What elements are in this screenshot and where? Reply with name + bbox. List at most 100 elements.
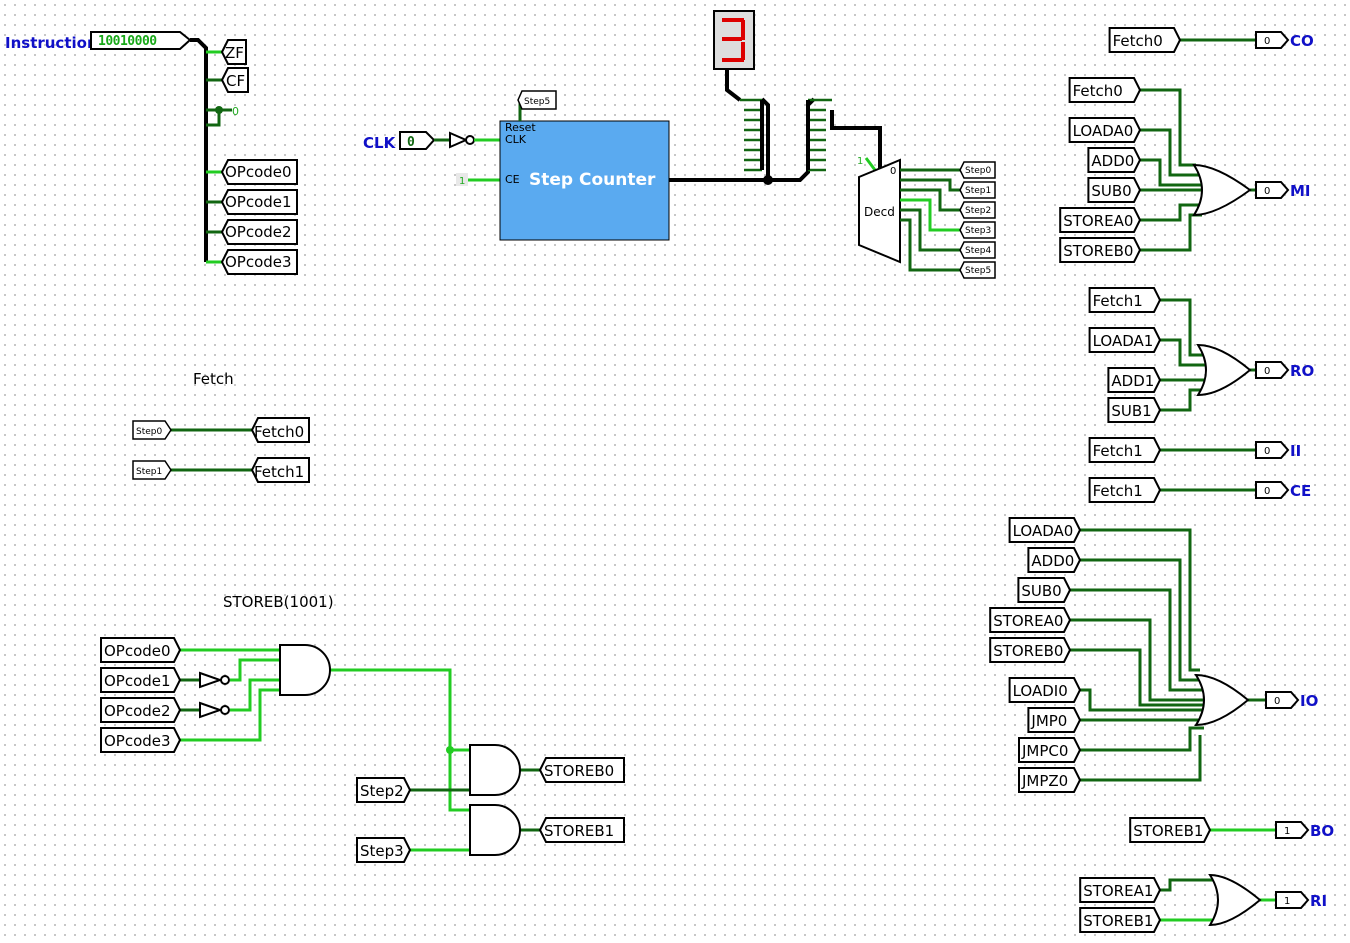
svg-text:0: 0: [890, 166, 896, 177]
tunnel-sub0: SUB0: [1017, 577, 1072, 603]
mi-wires: [1140, 88, 1256, 252]
const-zero-value: 0: [232, 105, 239, 118]
svg-text:Step0: Step0: [136, 427, 162, 437]
svg-text:ADD0: ADD0: [1091, 152, 1134, 170]
svg-text:STOREB1: STOREB1: [1133, 822, 1203, 840]
svg-text:OPcode2: OPcode2: [104, 702, 171, 720]
svg-text:Step5: Step5: [524, 97, 550, 107]
clk-label: CLK: [363, 134, 397, 152]
clk-input-pin[interactable]: 0: [399, 131, 436, 150]
svg-text:RO: RO: [1290, 362, 1314, 380]
tunnel-storea0: STOREA0: [989, 607, 1072, 633]
storeb-in-opcode1: OPcode1: [100, 667, 182, 693]
svg-text:Fetch0: Fetch0: [1073, 82, 1123, 100]
svg-text:Fetch1: Fetch1: [1093, 292, 1143, 310]
svg-text:JMPZ0: JMPZ0: [1021, 772, 1068, 790]
svg-text:SUB0: SUB0: [1021, 582, 1061, 600]
instruction-input-pin[interactable]: 10010000: [90, 31, 192, 50]
svg-text:STOREB1: STOREB1: [544, 822, 614, 840]
fetch-title: Fetch: [193, 370, 234, 388]
storeb-title: STOREB(1001): [223, 593, 334, 611]
svg-text:SUB0: SUB0: [1091, 182, 1131, 200]
tunnel-opcode2: OPcode2: [220, 219, 298, 245]
svg-text:OPcode0: OPcode0: [225, 163, 292, 181]
decoder-outputs: [900, 168, 960, 272]
svg-text:OPcode1: OPcode1: [104, 672, 171, 690]
fetch1-out-tunnel: Fetch1: [250, 457, 310, 483]
io-or-gate: [1194, 673, 1250, 727]
tunnel-fetch1: Fetch1: [1088, 437, 1162, 463]
svg-text:JMP0: JMP0: [1030, 712, 1067, 730]
svg-text:Step2: Step2: [360, 782, 404, 800]
fetch0-out-tunnel: Fetch0: [250, 417, 310, 443]
tunnel-jmpc0: JMPC0: [1018, 737, 1082, 763]
tunnel-jmpz0: JMPZ0: [1018, 767, 1082, 793]
svg-text:Step3: Step3: [965, 226, 991, 236]
step-counter-reset-label: Reset: [505, 121, 536, 134]
tunnel-storeb0: STOREB0: [1059, 237, 1142, 263]
svg-text:Fetch0: Fetch0: [1113, 32, 1163, 50]
storeb-wires: [180, 648, 540, 852]
svg-text:0: 0: [1264, 186, 1270, 197]
svg-text:0: 0: [1264, 36, 1270, 47]
step-counter-block[interactable]: Step Counter Reset CLK CE: [499, 120, 670, 241]
svg-text:MI: MI: [1290, 182, 1311, 200]
svg-text:OPcode3: OPcode3: [104, 732, 171, 750]
svg-text:LOADA1: LOADA1: [1093, 332, 1154, 350]
svg-text:0: 0: [1264, 366, 1270, 377]
storeb-in-step3: Step3: [356, 837, 412, 863]
instruction-value: 10010000: [98, 34, 157, 49]
tunnel-add0: ADD0: [1087, 147, 1142, 173]
svg-text:Fetch1: Fetch1: [1093, 442, 1143, 460]
svg-text:STOREB0: STOREB0: [1063, 242, 1133, 260]
tunnel-opcode1: OPcode1: [220, 189, 298, 215]
storeb-not-gates: [199, 671, 230, 719]
fetch-step0-tunnel: Step0: [132, 420, 172, 440]
tunnel-step2: Step2: [959, 201, 996, 219]
svg-text:STOREA0: STOREA0: [1063, 212, 1133, 230]
tunnel-step5: Step5: [959, 261, 996, 279]
svg-text:0: 0: [407, 135, 415, 150]
dec-sel-bus: [830, 110, 882, 170]
svg-text:II: II: [1290, 442, 1301, 460]
svg-text:LOADA0: LOADA0: [1073, 122, 1134, 140]
tunnel-storeb0: STOREB0: [989, 637, 1072, 663]
splitter-dec: [806, 98, 832, 172]
svg-text:0: 0: [1264, 446, 1270, 457]
tunnel-step3: Step3: [959, 221, 996, 239]
step-counter-clk-label: CLK: [505, 133, 527, 146]
output-pin-ro: 0 RO: [1255, 361, 1314, 380]
svg-text:STOREA0: STOREA0: [993, 612, 1063, 630]
svg-text:STOREA1: STOREA1: [1083, 882, 1153, 900]
tunnel-storeb1: STOREB1: [1079, 907, 1162, 933]
tunnel-add1: ADD1: [1107, 367, 1162, 393]
storeb1-and-gate: [469, 804, 521, 856]
svg-text:ADD1: ADD1: [1111, 372, 1154, 390]
svg-text:RI: RI: [1310, 892, 1327, 910]
ro-or-gate: [1196, 343, 1252, 397]
storeb-in-opcode2: OPcode2: [100, 697, 182, 723]
tunnel-step0: Step0: [959, 161, 996, 179]
svg-text:ADD0: ADD0: [1031, 552, 1074, 570]
svg-text:OPcode3: OPcode3: [225, 253, 292, 271]
svg-text:JMPC0: JMPC0: [1021, 742, 1068, 760]
storeb0-and-gate: [469, 744, 521, 796]
step-counter-title: Step Counter: [529, 170, 656, 190]
tunnel-jmp0: JMP0: [1027, 707, 1082, 733]
tunnel-storea0: STOREA0: [1059, 207, 1142, 233]
svg-text:OPcode0: OPcode0: [104, 642, 171, 660]
svg-text:1: 1: [857, 156, 863, 167]
instruction-bus: [190, 38, 208, 262]
not-bubble: [465, 135, 475, 145]
output-pin-ii: 0 II: [1255, 441, 1301, 460]
tunnel-loada1: LOADA1: [1088, 327, 1162, 353]
svg-text:Fetch1: Fetch1: [254, 463, 304, 481]
svg-text:Step0: Step0: [965, 166, 991, 176]
tunnel-add0: ADD0: [1027, 547, 1082, 573]
svg-text:STOREB0: STOREB0: [544, 762, 614, 780]
tunnel-step5-reset: Step5: [517, 90, 557, 110]
